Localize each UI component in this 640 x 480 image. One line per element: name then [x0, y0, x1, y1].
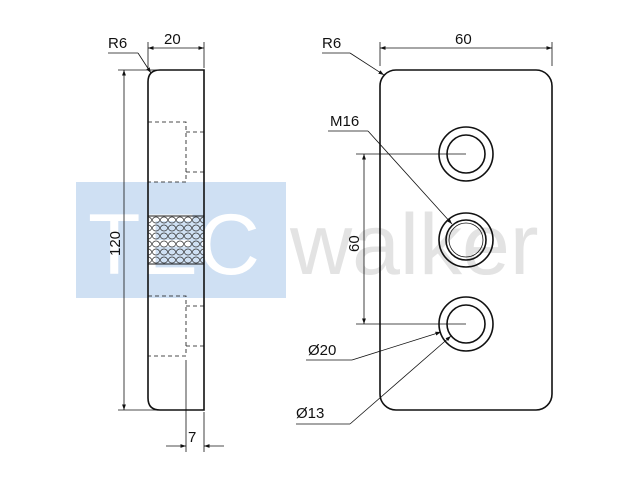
counterbore-label: Ø20: [308, 342, 336, 359]
thread-leader: [367, 130, 453, 225]
spacing-label: 60: [346, 235, 363, 252]
side-view-thread: [147, 215, 205, 265]
middle-hole-inner: [448, 222, 484, 258]
side-view-lower-bore-hidden: [148, 295, 204, 357]
side-view-upper-bore-hidden: [148, 121, 204, 183]
side-view: 20 R6 120 7: [107, 31, 224, 452]
middle-hole-outer: [438, 212, 494, 268]
middle-hole-thread: [445, 219, 487, 261]
side-height-label: 120: [107, 231, 124, 256]
offset-label: 7: [188, 429, 196, 446]
side-radius-label: R6: [108, 35, 127, 52]
side-view-outline: [147, 69, 205, 411]
hole-label: Ø13: [296, 405, 324, 422]
front-view: 60 R6 M16 60 Ø20 Ø13: [296, 31, 553, 425]
front-radius-label: R6: [322, 35, 341, 52]
side-width-label: 20: [164, 31, 181, 48]
front-width-label: 60: [455, 31, 472, 48]
front-view-outline: [379, 69, 553, 411]
hole-leader: [349, 335, 452, 425]
watermark: TEC walker: [76, 182, 539, 298]
front-radius-leader: [349, 52, 385, 76]
counterbore-leader: [351, 331, 442, 361]
thread-label: M16: [330, 113, 359, 130]
watermark-trailing-text: walker: [289, 197, 539, 293]
